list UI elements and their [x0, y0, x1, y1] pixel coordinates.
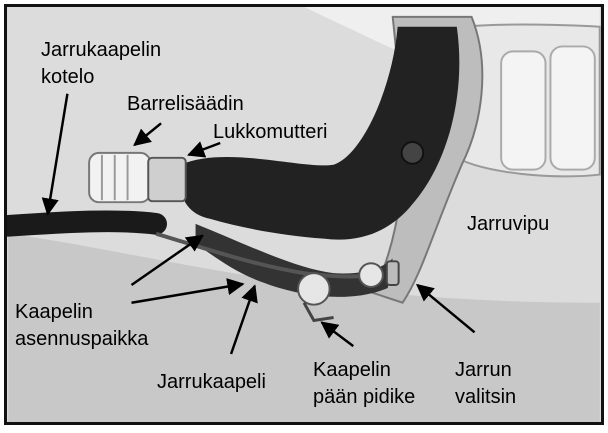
label-cable-seat: Kaapelin asennuspaikka: [15, 299, 148, 353]
brake-selector: [387, 261, 399, 285]
label-brake-selector: Jarrun valitsin: [455, 357, 516, 411]
label-cable-end-holder: Kaapelin pään pidike: [313, 357, 415, 411]
label-brake-selector-line2: valitsin: [455, 384, 516, 411]
label-cable-seat-line2: asennuspaikka: [15, 326, 148, 353]
pivot-bolt: [402, 142, 424, 164]
label-brake-lever: Jarruvipu: [467, 211, 549, 238]
label-barrel-adjuster: Barrelisäädin: [127, 91, 244, 118]
label-lock-nut: Lukkomutteri: [213, 119, 328, 146]
label-cable-seat-line1: Kaapelin: [15, 299, 148, 326]
label-cable-end-holder-line2: pään pidike: [313, 384, 415, 411]
lock-nut: [148, 158, 185, 201]
label-brake-cable: Jarrukaapeli: [157, 369, 266, 396]
label-cable-housing: Jarrukaapelin kotelo: [41, 37, 161, 91]
barrel-adjuster: [89, 153, 150, 202]
label-cable-housing-line1: Jarrukaapelin: [41, 37, 161, 64]
label-brake-selector-line1: Jarrun: [455, 357, 516, 384]
label-cable-end-holder-line1: Kaapelin: [313, 357, 415, 384]
diagram-frame: Jarrukaapelin kotelo Barrelisäädin Lukko…: [4, 4, 604, 425]
cable-housing: [8, 221, 156, 226]
label-cable-housing-line2: kotelo: [41, 64, 161, 91]
